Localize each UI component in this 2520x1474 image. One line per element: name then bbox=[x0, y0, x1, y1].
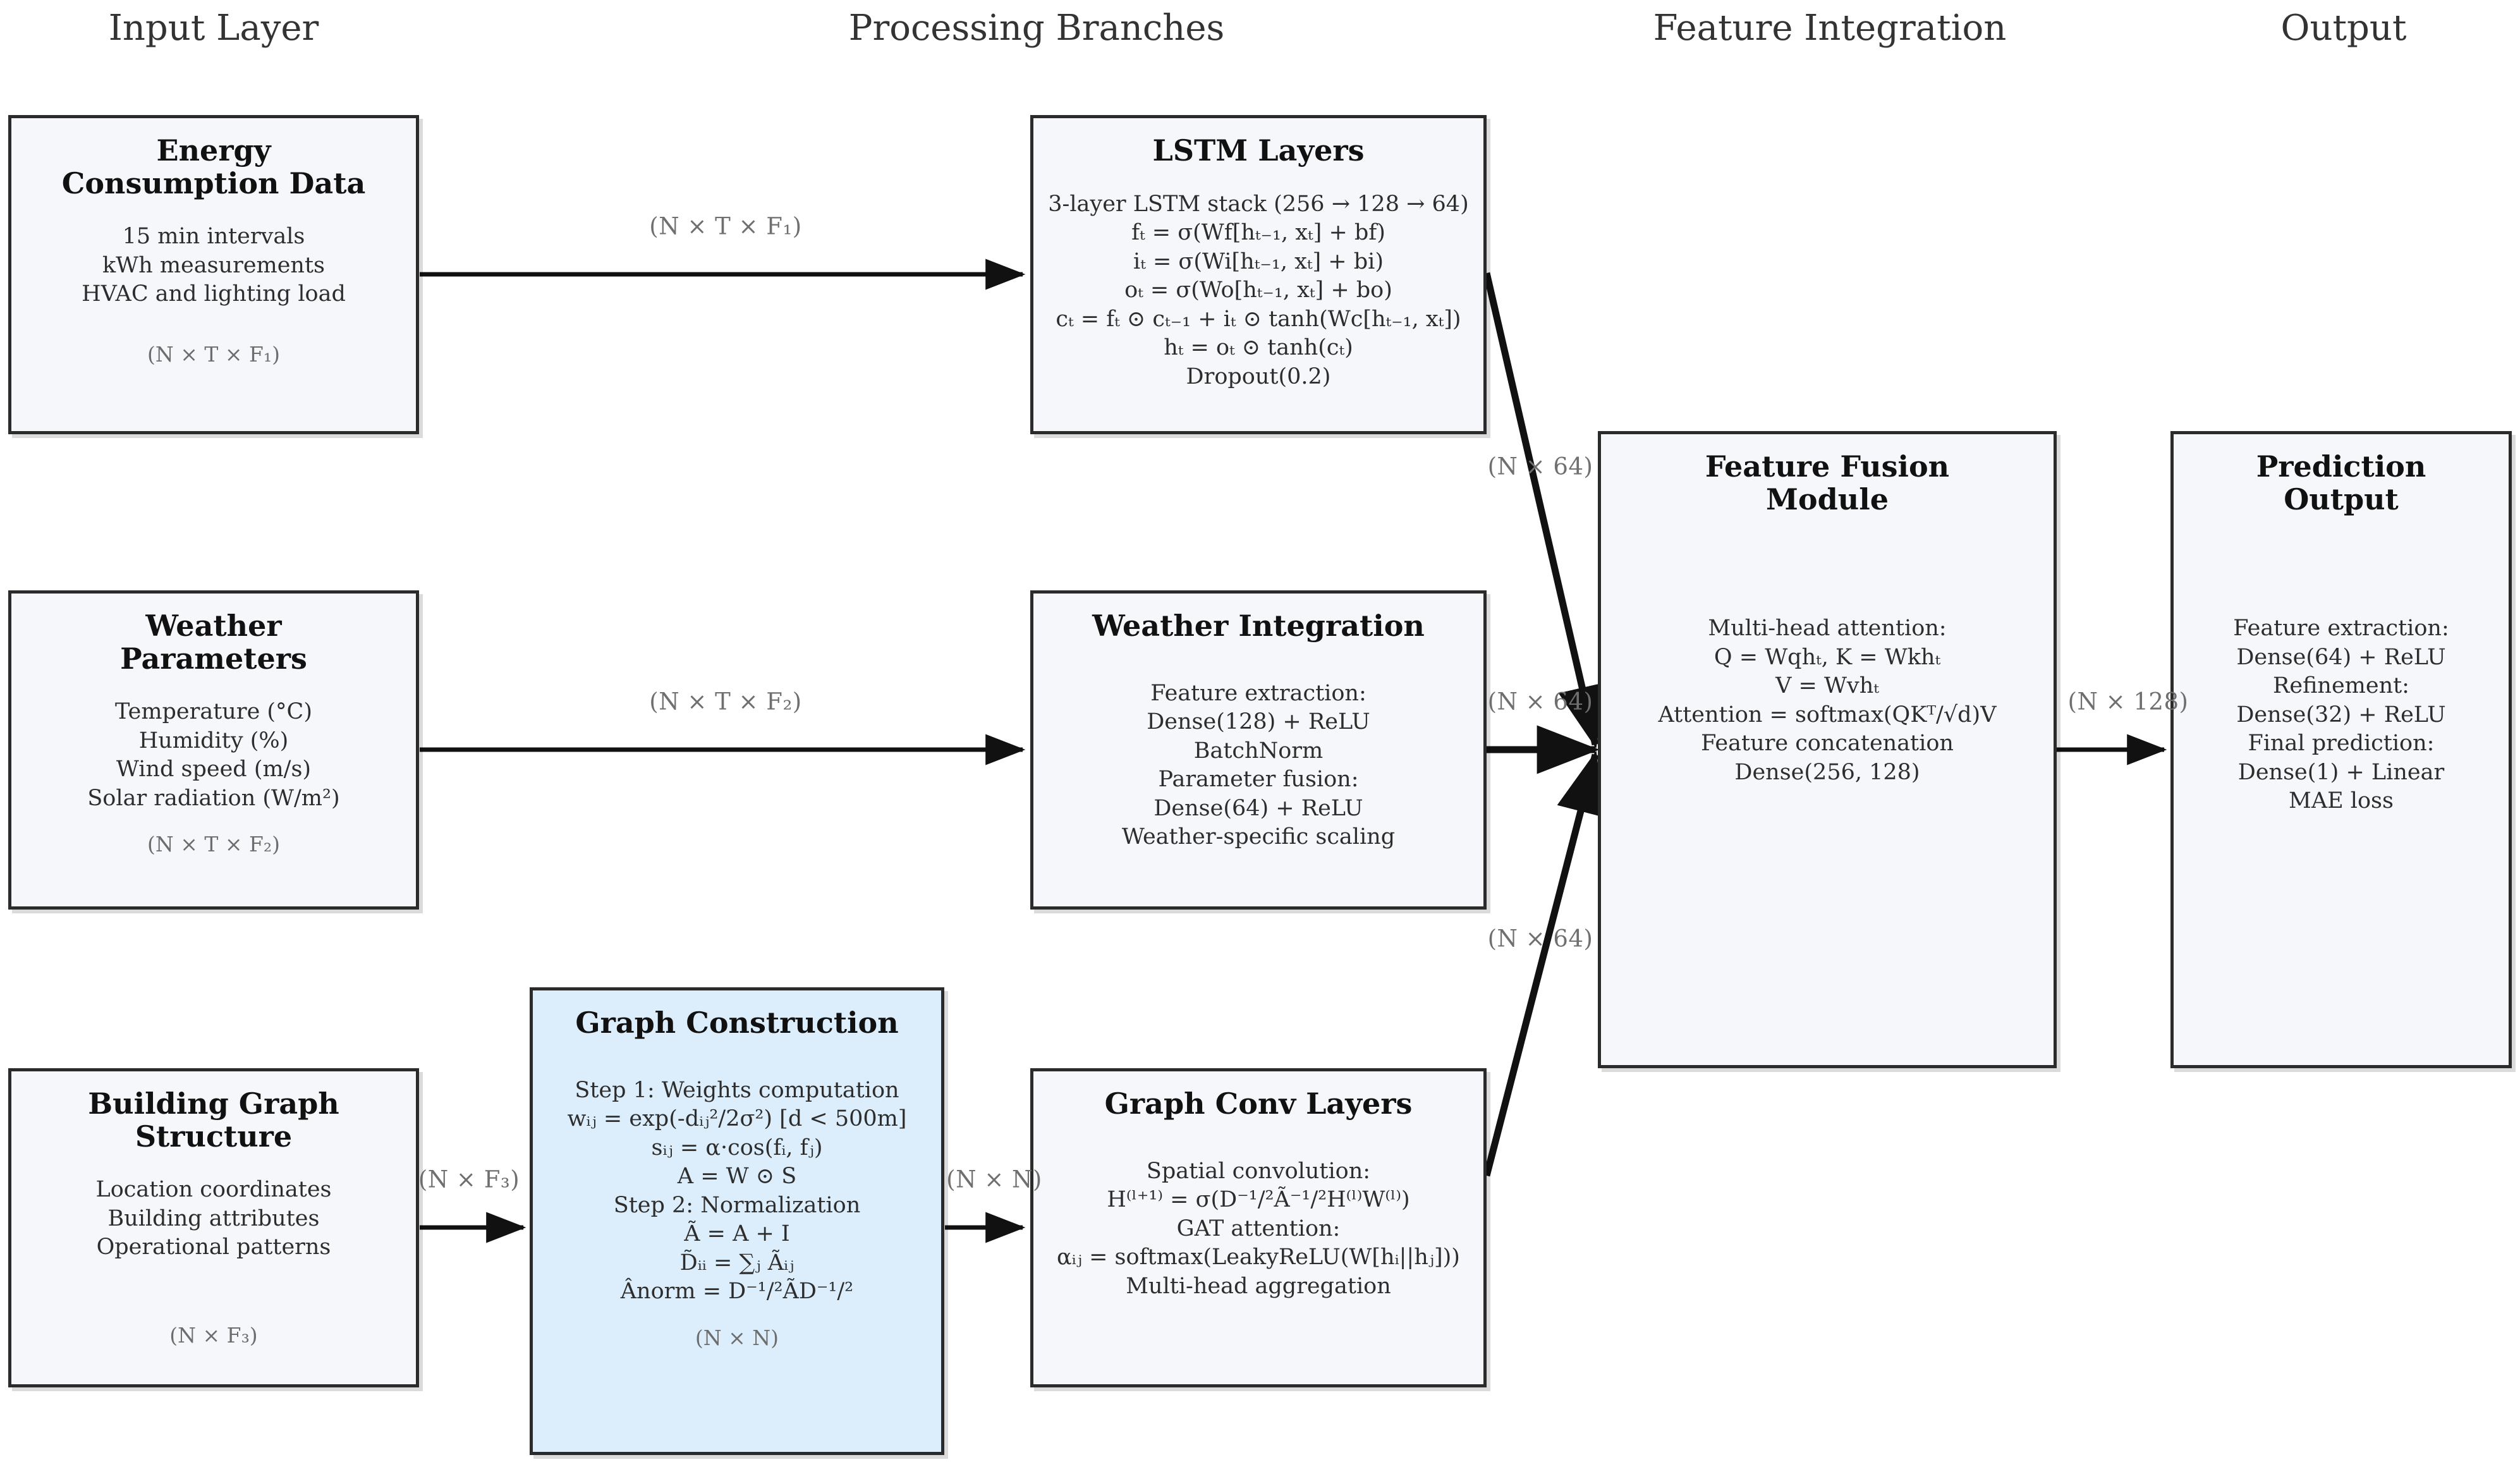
node-body: Multi-head attention: Q = Wqhₜ, K = Wkhₜ… bbox=[1658, 616, 1997, 785]
node-shape-annotation: (N × T × F₂) bbox=[147, 832, 281, 857]
column-heading-input: Input Layer bbox=[108, 8, 319, 49]
node-shape-annotation: (N × F₃) bbox=[169, 1322, 258, 1348]
node-building-graph-structure[interactable]: Building Graph Structure Location coordi… bbox=[8, 1068, 419, 1387]
node-weather-integration[interactable]: Weather Integration Feature extraction: … bbox=[1030, 590, 1487, 910]
node-graph-construction[interactable]: Graph Construction Step 1: Weights compu… bbox=[530, 987, 944, 1455]
node-body: 15 min intervals kWh measurements HVAC a… bbox=[82, 224, 346, 307]
node-body: Spatial convolution: H⁽ˡ⁺¹⁾ = σ(D⁻¹/²Ã⁻¹… bbox=[1057, 1158, 1460, 1299]
edge-label-fusion-to-output: (N × 128) bbox=[2067, 688, 2189, 716]
node-title: Building Graph Structure bbox=[88, 1087, 339, 1154]
node-title: Feature Fusion Module bbox=[1705, 449, 1950, 516]
node-body: Temperature (°C) Humidity (%) Wind speed… bbox=[87, 699, 340, 811]
node-title: Graph Construction bbox=[575, 1006, 899, 1040]
node-title: Prediction Output bbox=[2256, 449, 2426, 516]
edge-label-graph-to-conv: (N × N) bbox=[946, 1166, 1042, 1193]
edge-label-energy-to-lstm: (N × T × F₁) bbox=[649, 212, 802, 240]
node-prediction-output[interactable]: Prediction Output Feature extraction: De… bbox=[2170, 431, 2512, 1068]
node-feature-fusion-module[interactable]: Feature Fusion Module Multi-head attenti… bbox=[1598, 431, 2057, 1068]
node-lstm-layers[interactable]: LSTM Layers 3-layer LSTM stack (256 → 12… bbox=[1030, 115, 1487, 434]
node-graph-conv-layers[interactable]: Graph Conv Layers Spatial convolution: H… bbox=[1030, 1068, 1487, 1387]
node-weather-parameters[interactable]: Weather Parameters Temperature (°C) Humi… bbox=[8, 590, 419, 910]
node-body: Location coordinates Building attributes… bbox=[95, 1177, 332, 1260]
column-heading-output: Output bbox=[2280, 8, 2407, 49]
edge-label-lstm-to-fusion: (N × 64) bbox=[1487, 453, 1593, 480]
node-title: Weather Integration bbox=[1092, 609, 1425, 643]
node-energy-consumption-data[interactable]: Energy Consumption Data 15 min intervals… bbox=[8, 115, 419, 434]
node-title: Energy Consumption Data bbox=[61, 133, 366, 200]
arrow-lstm-to-fusion bbox=[1483, 272, 1606, 749]
node-body: Step 1: Weights computation wᵢⱼ = exp(-d… bbox=[567, 1077, 907, 1305]
edge-label-graph-conv-to-fusion: (N × 64) bbox=[1487, 925, 1593, 953]
node-title: Graph Conv Layers bbox=[1104, 1087, 1413, 1121]
node-body: 3-layer LSTM stack (256 → 128 → 64) fₜ =… bbox=[1048, 191, 1469, 389]
edge-label-weather-to-integration: (N × T × F₂) bbox=[649, 688, 802, 716]
node-shape-annotation: (N × N) bbox=[695, 1325, 779, 1350]
node-body: Feature extraction: Dense(64) + ReLU Ref… bbox=[2233, 616, 2449, 814]
node-title: LSTM Layers bbox=[1152, 133, 1365, 168]
node-title: Weather Parameters bbox=[120, 609, 307, 676]
node-body: Feature extraction: Dense(128) + ReLU Ba… bbox=[1121, 680, 1396, 850]
edge-label-weather-integration-to-fusion: (N × 64) bbox=[1487, 688, 1593, 716]
arrow-graphconv-to-fusion bbox=[1483, 750, 1605, 1177]
edge-label-building-to-graph: (N × F₃) bbox=[418, 1166, 520, 1193]
node-shape-annotation: (N × T × F₁) bbox=[147, 341, 281, 367]
column-heading-integration: Feature Integration bbox=[1653, 8, 2007, 49]
column-heading-processing: Processing Branches bbox=[848, 8, 1225, 49]
